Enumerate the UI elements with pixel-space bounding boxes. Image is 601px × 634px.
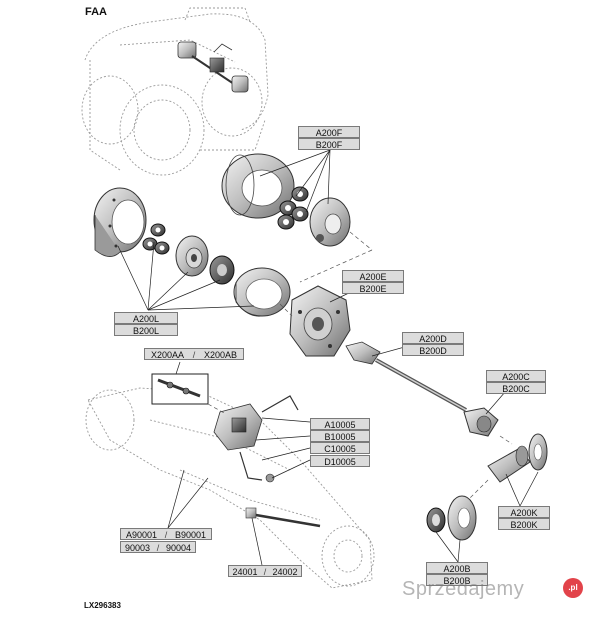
label-separator: /: [164, 530, 168, 540]
label-b200d: B200D: [402, 344, 464, 356]
drawing-code: LX296383: [84, 601, 121, 610]
sun-gear: [175, 235, 209, 277]
label-24001: 24001: [232, 567, 258, 577]
dashed-alignment-lines: [207, 231, 513, 499]
label-a200f: A200F: [298, 126, 360, 138]
label-b200f: B200F: [298, 138, 360, 150]
diagram-title: FAA: [85, 6, 107, 18]
watermark-badge: .pl: [563, 578, 583, 598]
steering-linkage: [213, 395, 299, 483]
front-axle-outline: [85, 387, 375, 589]
differential-housing: [289, 285, 351, 357]
label-a200l: A200L: [114, 312, 178, 324]
label-24001-24002: 24001 / 24002: [228, 565, 302, 577]
hub-flange: [447, 495, 477, 541]
inset-detail-box: [151, 373, 209, 405]
universal-joint: [463, 407, 499, 437]
ring-gear: [233, 267, 291, 317]
label-b10005: B10005: [310, 430, 370, 442]
label-x200aa-x200ab: X200AA / X200AB: [144, 348, 244, 360]
label-x200aa: X200AA: [150, 350, 185, 360]
wheel-hub-housing: [93, 187, 147, 257]
label-24002: 24002: [272, 567, 298, 577]
joint-housing: [487, 445, 531, 483]
leader-lines: [117, 149, 539, 566]
label-separator: /: [192, 350, 196, 360]
label-d10005: D10005: [310, 455, 370, 467]
cover-plate: [528, 433, 548, 471]
label-a90001-b90001: A90001 / B90001: [120, 528, 212, 540]
label-a200d: A200D: [402, 332, 464, 344]
bearing-set-upper: [277, 186, 309, 230]
label-b200k: B200K: [498, 518, 550, 530]
tractor-outline: [81, 7, 269, 176]
label-separator: /: [263, 567, 267, 577]
planet-gear: [209, 255, 235, 285]
bearing-set-lower: [142, 223, 170, 255]
planet-carrier: [309, 197, 351, 247]
label-a200e: A200E: [342, 270, 404, 282]
label-90003-90004: 90003 / 90004: [120, 541, 196, 553]
seal-ring: [426, 507, 446, 533]
label-a10005: A10005: [310, 418, 370, 430]
label-a200c: A200C: [486, 370, 546, 382]
label-b200b: B200B: [426, 574, 488, 586]
label-b200c: B200C: [486, 382, 546, 394]
label-b200l: B200L: [114, 324, 178, 336]
label-separator: /: [156, 543, 160, 553]
label-90004: 90004: [165, 543, 192, 553]
watermark-text: Sprzedajemy: [402, 578, 525, 600]
label-b200e: B200E: [342, 282, 404, 294]
drive-shaft: [345, 341, 467, 412]
label-x200ab: X200AB: [203, 350, 238, 360]
tie-rod: [245, 507, 321, 528]
label-a90001: A90001: [125, 530, 158, 540]
label-90003: 90003: [124, 543, 151, 553]
tractor-drivetrain: [177, 41, 249, 93]
label-a200k: A200K: [498, 506, 550, 518]
label-c10005: C10005: [310, 442, 370, 454]
label-a200b: A200B: [426, 562, 488, 574]
label-b90001: B90001: [174, 530, 207, 540]
